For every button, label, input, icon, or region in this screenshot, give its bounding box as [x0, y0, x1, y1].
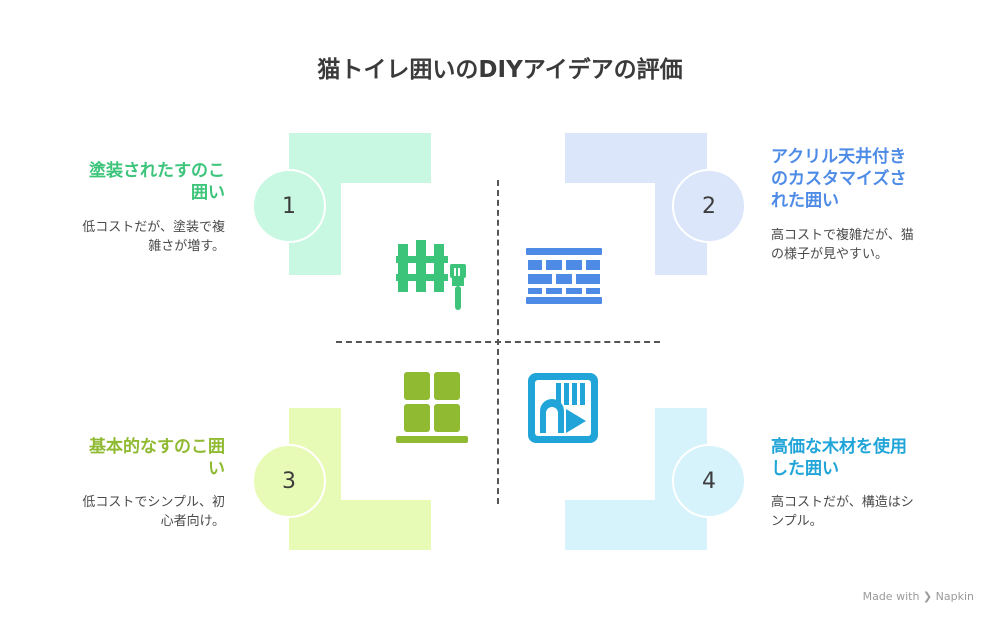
fence-paintbrush-icon [396, 240, 466, 310]
quadrant-1-number: 1 [252, 169, 326, 243]
quadrant-4-number: 4 [672, 444, 746, 518]
quadrant-4-bracket [565, 408, 707, 550]
quadrant-2-number: 2 [672, 169, 746, 243]
quadrant-4-description: 高コストだが、構造はシ ンプル。 [771, 495, 914, 529]
quadrant-2-description: 高コストで複雑だが、猫 の様子が見やすい。 [771, 228, 914, 262]
quadrant-1-description: 低コストだが、塗装で複 雑さが増す。 [82, 220, 225, 254]
quadrant-2-heading: アクリル天井付き のカスタマイズさ れた囲い [771, 147, 907, 211]
napkin-logo-icon: ❯ [922, 590, 933, 603]
made-with-footer: Made with ❯ Napkin [862, 590, 974, 603]
quadrant-3-heading: 基本的なすのこ囲 い [89, 437, 225, 479]
quadrant-3-bracket [289, 408, 431, 550]
quadrant-2-bracket [565, 133, 707, 275]
quadrant-3-description: 低コストでシンプル、初 心者向け。 [82, 495, 225, 529]
quadrant-1-heading: 塗装されたすのこ 囲い [89, 161, 225, 203]
quadrant-1-bracket [289, 133, 431, 275]
wood-panel-icon [528, 373, 598, 443]
page-title: 猫トイレ囲いのDIYアイデアの評価 [317, 57, 683, 83]
quadrant-3-number: 3 [252, 444, 326, 518]
quadrant-4-heading: 高価な木材を使用 した囲い [771, 437, 907, 479]
brick-grid-icon [526, 248, 602, 304]
slatted-panel-icon [396, 372, 468, 443]
horizontal-divider [336, 341, 660, 343]
